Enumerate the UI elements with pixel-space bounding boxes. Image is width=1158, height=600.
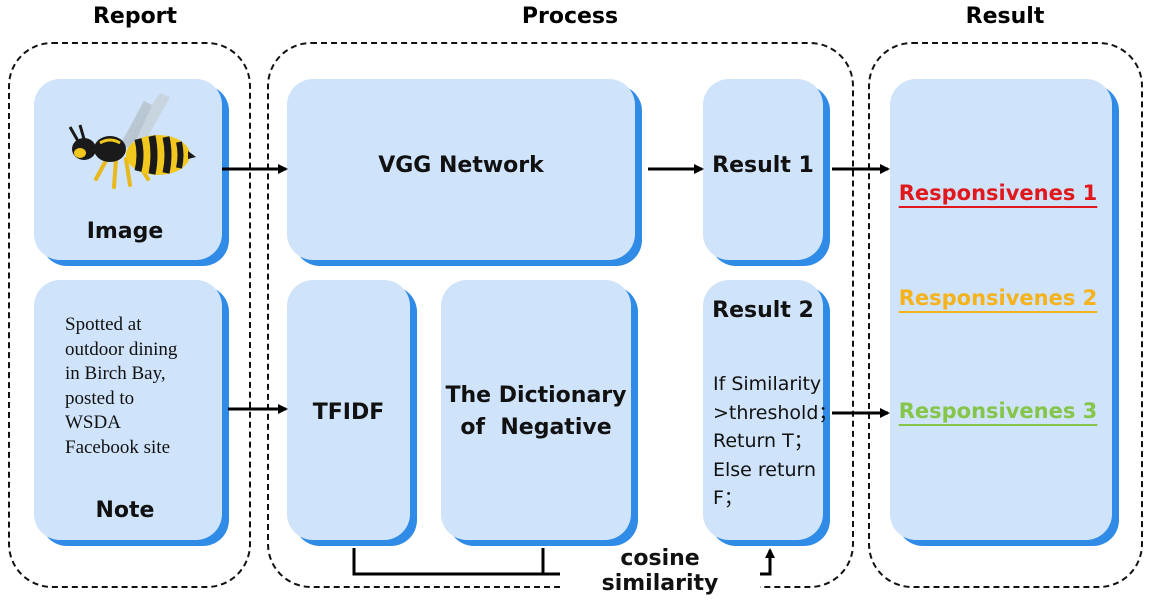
dictionary-label-line2: of Negative: [460, 415, 612, 440]
note-text: Spotted at outdoor dining in Birch Bay, …: [65, 314, 178, 458]
result2-box: Result 2 If Similarity >threshold； Retur…: [703, 280, 837, 540]
cosine-similarity-label: cosine similarity: [560, 546, 760, 596]
note-label: Note: [95, 498, 155, 523]
result-group: [868, 42, 1143, 588]
report-group: [8, 42, 251, 588]
note-box: Spotted at outdoor dining in Birch Bay, …: [34, 280, 222, 540]
responsiveness-3: Responsivenes 3: [898, 399, 1098, 423]
responsiveness-1: Responsivenes 1: [898, 181, 1098, 205]
result1-label: Result 1: [712, 153, 814, 178]
result-box: [890, 79, 1112, 540]
tfidf-box: TFIDF: [287, 280, 410, 540]
vgg-network-box: VGG Network: [287, 79, 635, 260]
image-label: Image: [86, 219, 164, 244]
report-title: Report: [92, 4, 178, 29]
result2-label: Result 2: [712, 298, 814, 323]
result-title: Result: [965, 4, 1045, 29]
image-box: Image: [34, 79, 222, 260]
dictionary-label-line1: The Dictionary: [445, 383, 627, 408]
wasp-icon: [68, 93, 196, 189]
result2-condition: If Similarity >threshold； Return T； Else…: [713, 373, 838, 509]
dictionary-box: The Dictionary of Negative: [441, 280, 631, 540]
process-title: Process: [521, 4, 619, 29]
result1-box: Result 1: [703, 79, 823, 260]
tfidf-label: TFIDF: [312, 400, 385, 425]
responsiveness-2: Responsivenes 2: [898, 286, 1098, 310]
vgg-network-label: VGG Network: [378, 153, 544, 178]
